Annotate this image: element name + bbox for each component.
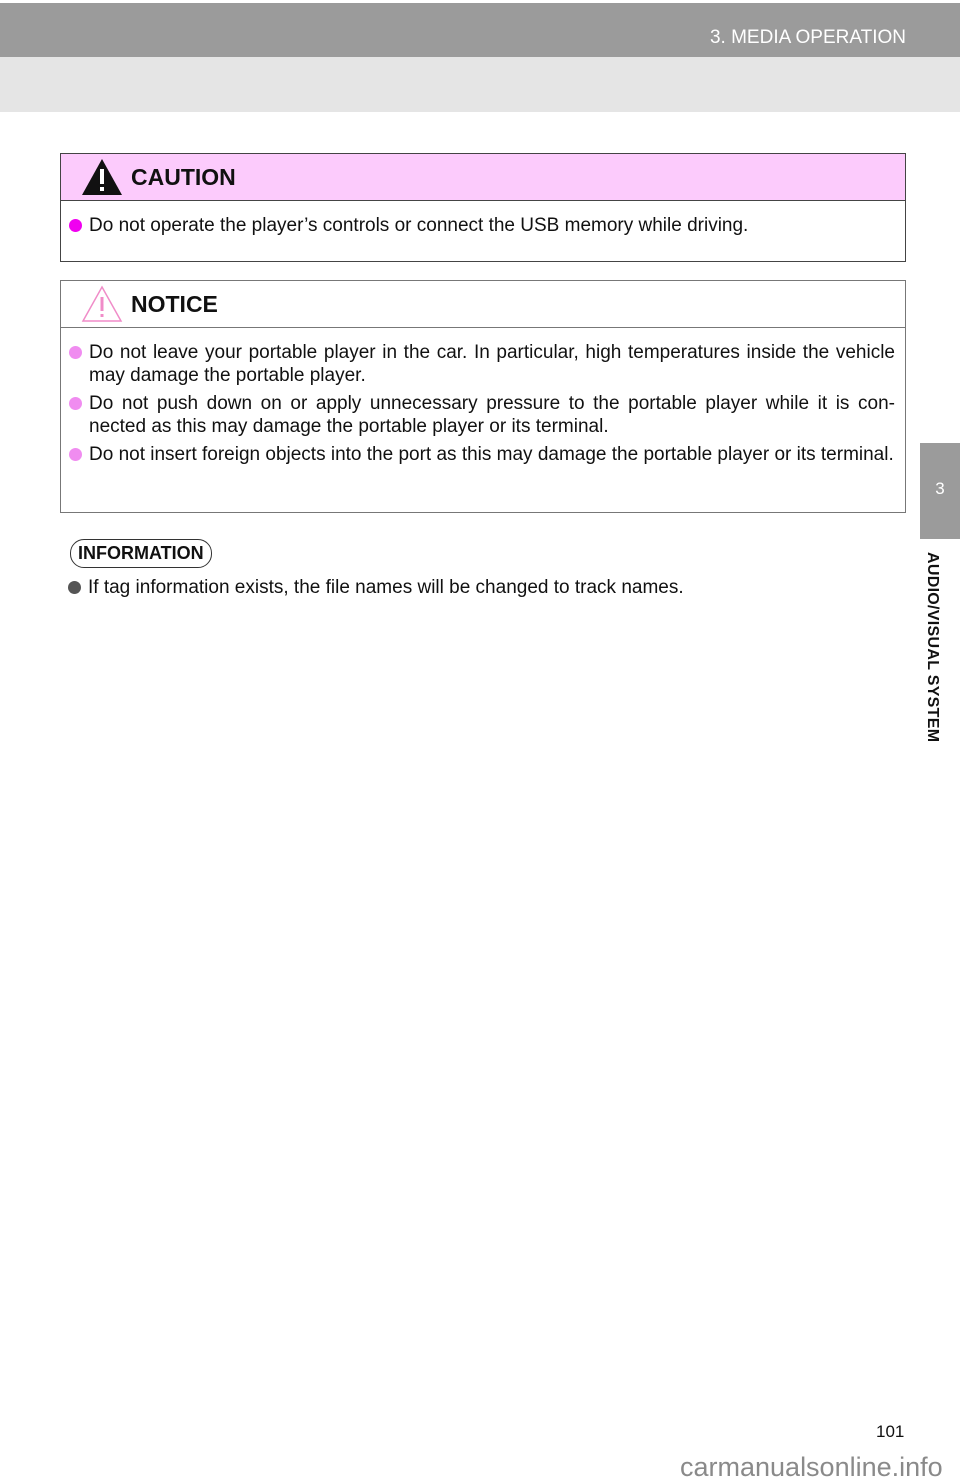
- caution-title: CAUTION: [131, 163, 236, 190]
- notice-header: NOTICE: [61, 281, 905, 328]
- watermark: carmanualsonline.info: [680, 1452, 943, 1482]
- bullet-icon: [69, 346, 82, 359]
- notice-item: Do not insert foreign objects into the p…: [61, 443, 895, 466]
- page-number: 101: [876, 1422, 905, 1441]
- warning-triangle-outline-icon: [81, 285, 123, 322]
- information-text: If tag information exists, the file name…: [88, 577, 684, 598]
- caution-item: Do not operate the player’s controls or …: [61, 214, 895, 237]
- bullet-icon: [69, 219, 82, 232]
- header-band: [0, 57, 960, 112]
- caution-box: CAUTION Do not operate the player’s cont…: [60, 153, 906, 262]
- notice-text: Do not insert foreign objects into the p…: [89, 444, 894, 465]
- notice-item: Do not leave your portable player in the…: [61, 341, 895, 387]
- caution-text: Do not operate the player’s controls or …: [89, 215, 749, 236]
- page-header: 3. MEDIA OPERATION: [0, 3, 960, 57]
- section-title: 3. MEDIA OPERATION: [709, 27, 906, 48]
- chapter-tab: 3: [920, 443, 960, 539]
- bullet-icon: [69, 448, 82, 461]
- notice-text: Do not push down on or apply unnecessary…: [89, 393, 895, 437]
- notice-item: Do not push down on or apply unnecessary…: [61, 392, 895, 438]
- information-badge: INFORMATION: [70, 539, 212, 568]
- notice-box: NOTICE Do not leave your portable player…: [60, 280, 906, 513]
- notice-title: NOTICE: [131, 290, 218, 317]
- chapter-label: AUDIO/VISUAL SYSTEM: [924, 552, 941, 743]
- notice-text: Do not leave your portable player in the…: [89, 342, 895, 386]
- information-item: If tag information exists, the file name…: [60, 576, 906, 599]
- warning-triangle-icon: [82, 159, 122, 195]
- bullet-icon: [69, 397, 82, 410]
- bullet-icon: [68, 581, 81, 594]
- caution-header: CAUTION: [61, 154, 905, 201]
